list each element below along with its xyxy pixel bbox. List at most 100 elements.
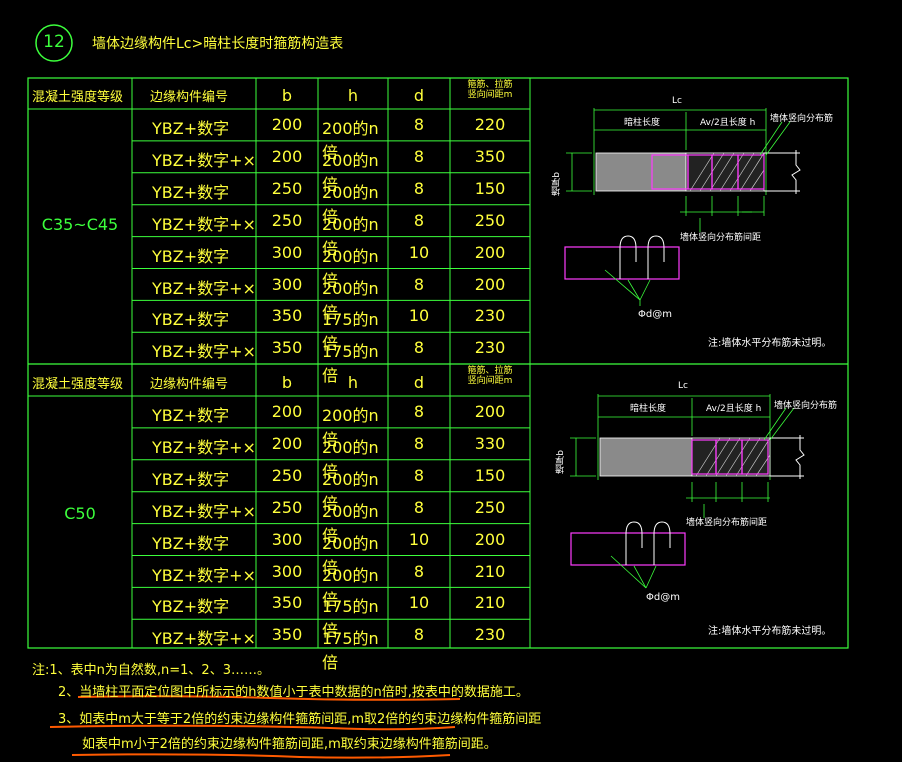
d-cell: 10: [408, 242, 430, 262]
h-cell: 200的n倍: [322, 406, 379, 449]
member-cell: YBZ+数字+×: [152, 501, 256, 521]
m-cell: 250: [474, 210, 506, 230]
half-length-label: Av/2且长度 h: [706, 404, 762, 414]
m-cell: 350: [474, 146, 506, 166]
grade-header: 混凝土强度等级: [32, 90, 124, 105]
d-cell: 8: [413, 146, 425, 166]
h-header: h: [347, 86, 359, 105]
b-cell: 350: [271, 625, 303, 645]
d-cell: 8: [413, 210, 425, 230]
diagram-bottom: [570, 394, 805, 589]
member-cell: YBZ+数字+×: [152, 150, 256, 170]
h-header: h: [347, 373, 359, 392]
h-cell: 200的n倍: [322, 246, 379, 290]
m-cell: 230: [474, 338, 506, 358]
d-cell: 10: [408, 593, 430, 613]
d-cell: 8: [413, 274, 425, 294]
d-header: d: [413, 86, 425, 105]
member-cell: YBZ+数字+×: [152, 342, 256, 362]
spacing-header-line1: 箍筋、拉筋: [467, 366, 513, 376]
note-1: 注:1、表中n为自然数,n=1、2、3……。: [32, 663, 270, 678]
lc-label: Lc: [678, 381, 688, 391]
b-cell: 250: [271, 497, 303, 517]
wall-bar-label: 墙体竖向分布筋: [770, 114, 834, 124]
d-cell: 8: [413, 497, 425, 517]
d-cell: 8: [413, 625, 425, 645]
m-cell: 230: [474, 306, 506, 326]
m-cell: 230: [474, 625, 506, 645]
b-cell: 200: [271, 146, 303, 166]
m-cell: 150: [474, 465, 506, 485]
m-cell: 200: [474, 274, 506, 294]
h-cell: 175的n倍: [322, 342, 379, 386]
wall-bar-label: 墙体竖向分布筋: [774, 401, 838, 411]
b-cell: 250: [271, 178, 303, 198]
member-cell: YBZ+数字: [152, 469, 230, 489]
d-header: d: [413, 373, 425, 392]
spacing-label: 墙体竖向分布筋间距: [686, 518, 768, 528]
member-header: 边缘构件编号: [150, 377, 229, 392]
b-cell: 300: [271, 274, 303, 294]
m-cell: 210: [474, 593, 506, 613]
h-cell: 200的n倍: [322, 214, 379, 258]
member-cell: YBZ+数字: [152, 119, 230, 138]
d-cell: 10: [408, 306, 430, 326]
m-cell: 250: [474, 497, 506, 517]
member-cell: YBZ+数字: [152, 182, 230, 202]
diagram-note: 注:墙体水平分布筋未过明。: [708, 338, 832, 349]
member-cell: YBZ+数字: [152, 597, 230, 617]
spacing-header-line1: 箍筋、拉筋: [467, 80, 513, 90]
b-cell: 300: [271, 529, 303, 549]
member-cell: YBZ+数字+×: [152, 214, 256, 234]
wall-thickness-label: 墙厚b: [552, 172, 562, 196]
title-number: 12: [43, 32, 65, 52]
b-header: b: [281, 86, 293, 105]
d-cell: 8: [413, 338, 425, 358]
table-frame: [27, 77, 849, 649]
grade-value: C35~C45: [41, 215, 119, 234]
b-cell: 300: [271, 242, 303, 262]
b-cell: 200: [271, 402, 303, 421]
dark-column-label: 暗柱长度: [624, 118, 661, 128]
dark-column-label: 暗柱长度: [630, 404, 667, 414]
h-cell: 200的n倍: [322, 437, 379, 481]
h-cell: 200的n倍: [322, 533, 379, 577]
h-cell: 200的n倍: [322, 501, 379, 545]
diagram-top: [564, 108, 801, 306]
h-cell: 175的n倍: [322, 597, 379, 641]
b-cell: 200: [271, 115, 303, 134]
markup-underlines: [49, 695, 461, 759]
member-cell: YBZ+数字: [152, 310, 230, 330]
b-cell: 350: [271, 593, 303, 613]
d-cell: 8: [413, 178, 425, 198]
m-cell: 330: [474, 433, 506, 453]
grade-value: C50: [64, 504, 96, 523]
d-cell: 8: [413, 402, 425, 421]
b-cell: 200: [271, 433, 303, 453]
h-cell: 200的n倍: [322, 150, 379, 194]
d-cell: 8: [413, 465, 425, 485]
h-cell: 175的n倍: [322, 629, 379, 673]
note-3: 3、如表中m大于等于2倍的约束边缘构件箍筋间距,m取2倍的约束边缘构件箍筋间距: [58, 712, 542, 727]
member-cell: YBZ+数字+×: [152, 437, 256, 457]
spacing-header: 箍筋、拉筋 竖向间距m: [452, 80, 528, 100]
member-cell: YBZ+数字: [152, 246, 230, 266]
member-header: 边缘构件编号: [150, 90, 229, 105]
b-cell: 250: [271, 465, 303, 485]
wall-thickness-label: 墙厚b: [556, 450, 566, 474]
spacing-header-line2: 竖向间距m: [467, 376, 513, 386]
tie-label: Φd@m: [638, 309, 672, 320]
b-cell: 300: [271, 561, 303, 581]
h-cell: 200的n倍: [322, 469, 379, 513]
member-cell: YBZ+数字: [152, 406, 230, 425]
half-length-label: Av/2且长度 h: [700, 118, 756, 128]
b-cell: 350: [271, 338, 303, 358]
member-cell: YBZ+数字+×: [152, 629, 256, 649]
m-cell: 210: [474, 561, 506, 581]
member-cell: YBZ+数字: [152, 533, 230, 553]
b-cell: 250: [271, 210, 303, 230]
title-number-circle: [35, 24, 73, 62]
d-cell: 10: [408, 529, 430, 549]
m-cell: 220: [474, 115, 506, 134]
h-cell: 175的n倍: [322, 310, 379, 354]
